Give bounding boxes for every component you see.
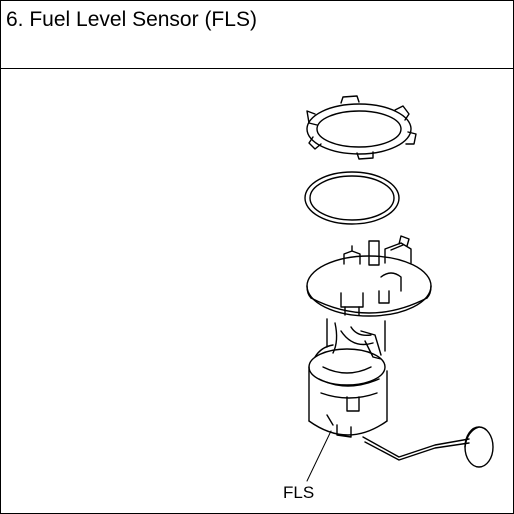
callout-leader-line: [306, 430, 332, 482]
fuel-pump-body: [308, 318, 388, 438]
pump-flange: [306, 235, 432, 317]
callout-label-fls: FLS: [283, 483, 314, 502]
fuel-level-sensor: [362, 426, 494, 468]
lock-ring: [306, 95, 417, 160]
section-title: 6. Fuel Level Sensor (FLS): [6, 8, 257, 31]
o-ring-seal: [304, 171, 400, 225]
title-cell: 6. Fuel Level Sensor (FLS): [1, 1, 513, 69]
fuel-pump-assembly-illustration: FLS: [283, 95, 494, 502]
